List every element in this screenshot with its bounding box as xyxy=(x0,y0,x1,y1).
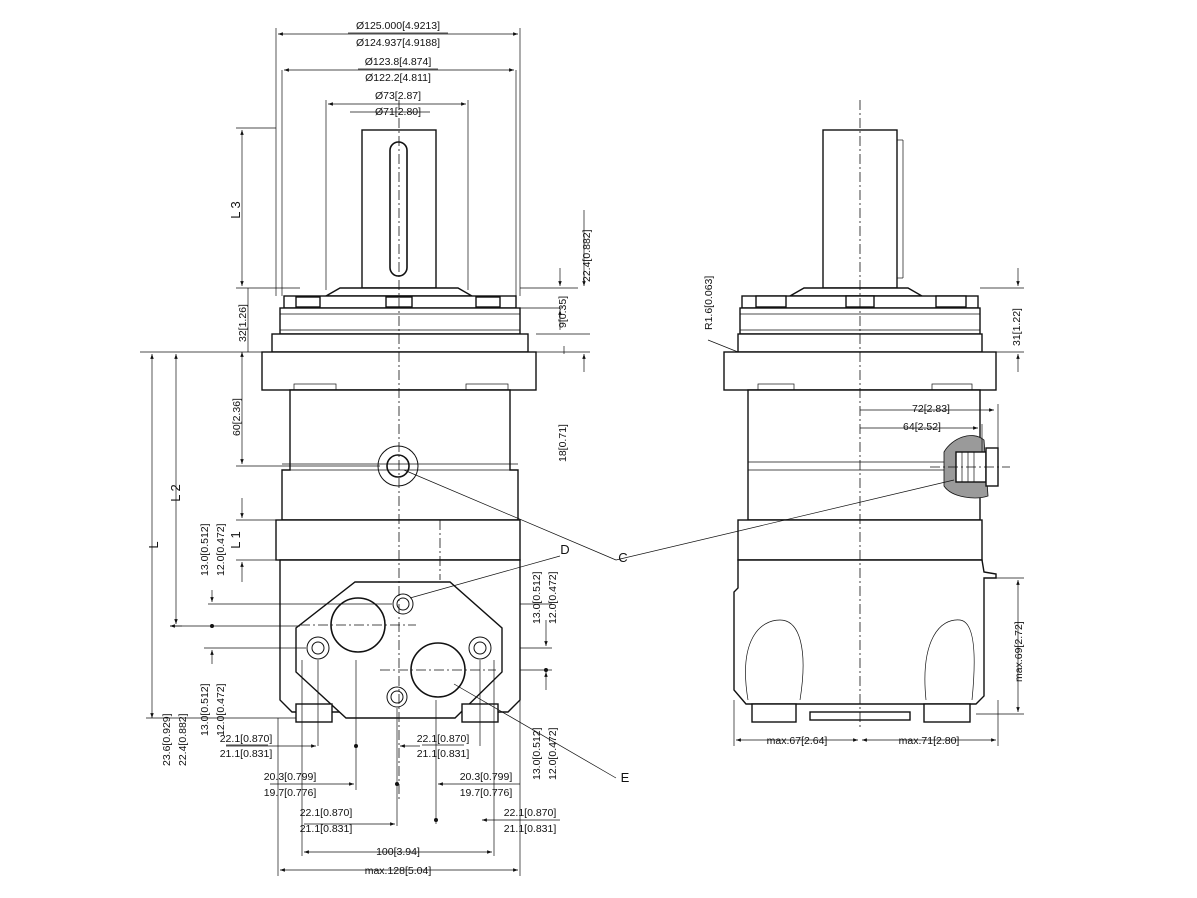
dim-h22-1-d: 22.1[0.870] xyxy=(504,807,557,819)
dim-v18: 18[0.71] xyxy=(557,424,569,462)
dim-d122: Ø122.2[4.811] xyxy=(365,72,431,84)
dim-d125: Ø125.000[4.9213] xyxy=(356,20,440,32)
dim-v12-c: 12.0[0.472] xyxy=(547,571,559,624)
dim-v12-d: 12.0[0.472] xyxy=(547,727,559,780)
front-left-dimensions xyxy=(140,127,392,719)
dim-v12-a: 12.0[0.472] xyxy=(215,523,227,576)
dim-r1-6: R1.6[0.063] xyxy=(703,276,715,330)
dim-h64: 64[2.52] xyxy=(903,421,941,433)
dim-h100: 100[3.94] xyxy=(376,846,420,858)
dim-v9: 9[0.35] xyxy=(557,296,569,328)
dim-hmax128: max.128[5.04] xyxy=(365,865,432,877)
side-port-a xyxy=(745,619,804,701)
dim-vmax69: max.69[2.72] xyxy=(1013,621,1025,682)
dim-L2: L 2 xyxy=(168,484,183,502)
callout-c: C xyxy=(618,550,627,565)
dim-v22-4: 22.4[0.882] xyxy=(581,229,593,282)
dim-h72: 72[2.83] xyxy=(912,403,950,415)
dim-h20-3-b: 20.3[0.799] xyxy=(460,771,513,783)
dim-h22-1-b: 22.1[0.870] xyxy=(417,733,470,745)
side-port-b xyxy=(924,619,975,701)
dim-hmax71: max.71[2.80] xyxy=(899,735,960,747)
dim-h22-1-c: 22.1[0.870] xyxy=(300,807,353,819)
mounting-flange-top xyxy=(271,333,529,353)
port-d xyxy=(392,593,414,615)
dim-d124: Ø124.937[4.9188] xyxy=(356,37,440,49)
side-flange-cap-top xyxy=(787,287,925,297)
dim-h21-1-d: 21.1[0.831] xyxy=(504,823,557,835)
dim-L1: L 1 xyxy=(228,531,243,549)
dim-L: L xyxy=(146,541,161,548)
dim-v13-c: 13.0[0.512] xyxy=(531,571,543,624)
dim-v22-4b: 22.4[0.882] xyxy=(177,713,189,766)
dim-d123: Ø123.8[4.874] xyxy=(365,56,432,68)
callout-e: E xyxy=(621,770,630,785)
side-rear-cover xyxy=(733,559,997,705)
callout-lines xyxy=(403,469,955,779)
dim-v13-b: 13.0[0.512] xyxy=(199,683,211,736)
dim-d71: Ø71[2.80] xyxy=(375,106,421,118)
drain-port xyxy=(386,686,408,708)
front-nut-left xyxy=(295,703,333,723)
dim-hmax67: max.67[2.64] xyxy=(767,735,828,747)
dim-v60: 60[2.36] xyxy=(231,398,243,436)
dim-h21-1-a: 21.1[0.831] xyxy=(220,748,273,760)
dim-h20-3-a: 20.3[0.799] xyxy=(264,771,317,783)
side-nut-right xyxy=(923,703,971,723)
dim-v31: 31[1.22] xyxy=(1011,308,1023,346)
dim-v13-d: 13.0[0.512] xyxy=(531,727,543,780)
front-top-dimensions xyxy=(275,28,521,296)
front-right-dimensions xyxy=(520,210,590,690)
dim-v12-b: 12.0[0.472] xyxy=(215,683,227,736)
dim-L3: L 3 xyxy=(228,201,243,219)
side-nut-left xyxy=(751,703,797,723)
dim-h19-7-b: 19.7[0.776] xyxy=(460,787,513,799)
dim-h21-1-b: 21.1[0.831] xyxy=(417,748,470,760)
front-bottom-dimensions xyxy=(210,624,560,876)
bolt-hole-right xyxy=(468,636,492,660)
dim-h21-1-c: 21.1[0.831] xyxy=(300,823,353,835)
dim-v23-6: 23.6[0.929] xyxy=(161,713,173,766)
front-view xyxy=(261,100,537,800)
bolt-hole-left xyxy=(306,636,330,660)
shaft-keyway xyxy=(389,141,408,277)
dim-d73: Ø73[2.87] xyxy=(375,90,421,102)
callout-d: D xyxy=(560,542,569,557)
dim-v13-a: 13.0[0.512] xyxy=(199,523,211,576)
dim-v32: 32[1.26] xyxy=(237,304,249,342)
port-c-inner xyxy=(386,454,410,478)
side-view xyxy=(723,100,1010,730)
dim-h22-1-a: 22.1[0.870] xyxy=(220,733,273,745)
dim-h19-7-a: 19.7[0.776] xyxy=(264,787,317,799)
distributor-ring xyxy=(275,519,521,561)
side-dimensions xyxy=(707,268,1024,746)
